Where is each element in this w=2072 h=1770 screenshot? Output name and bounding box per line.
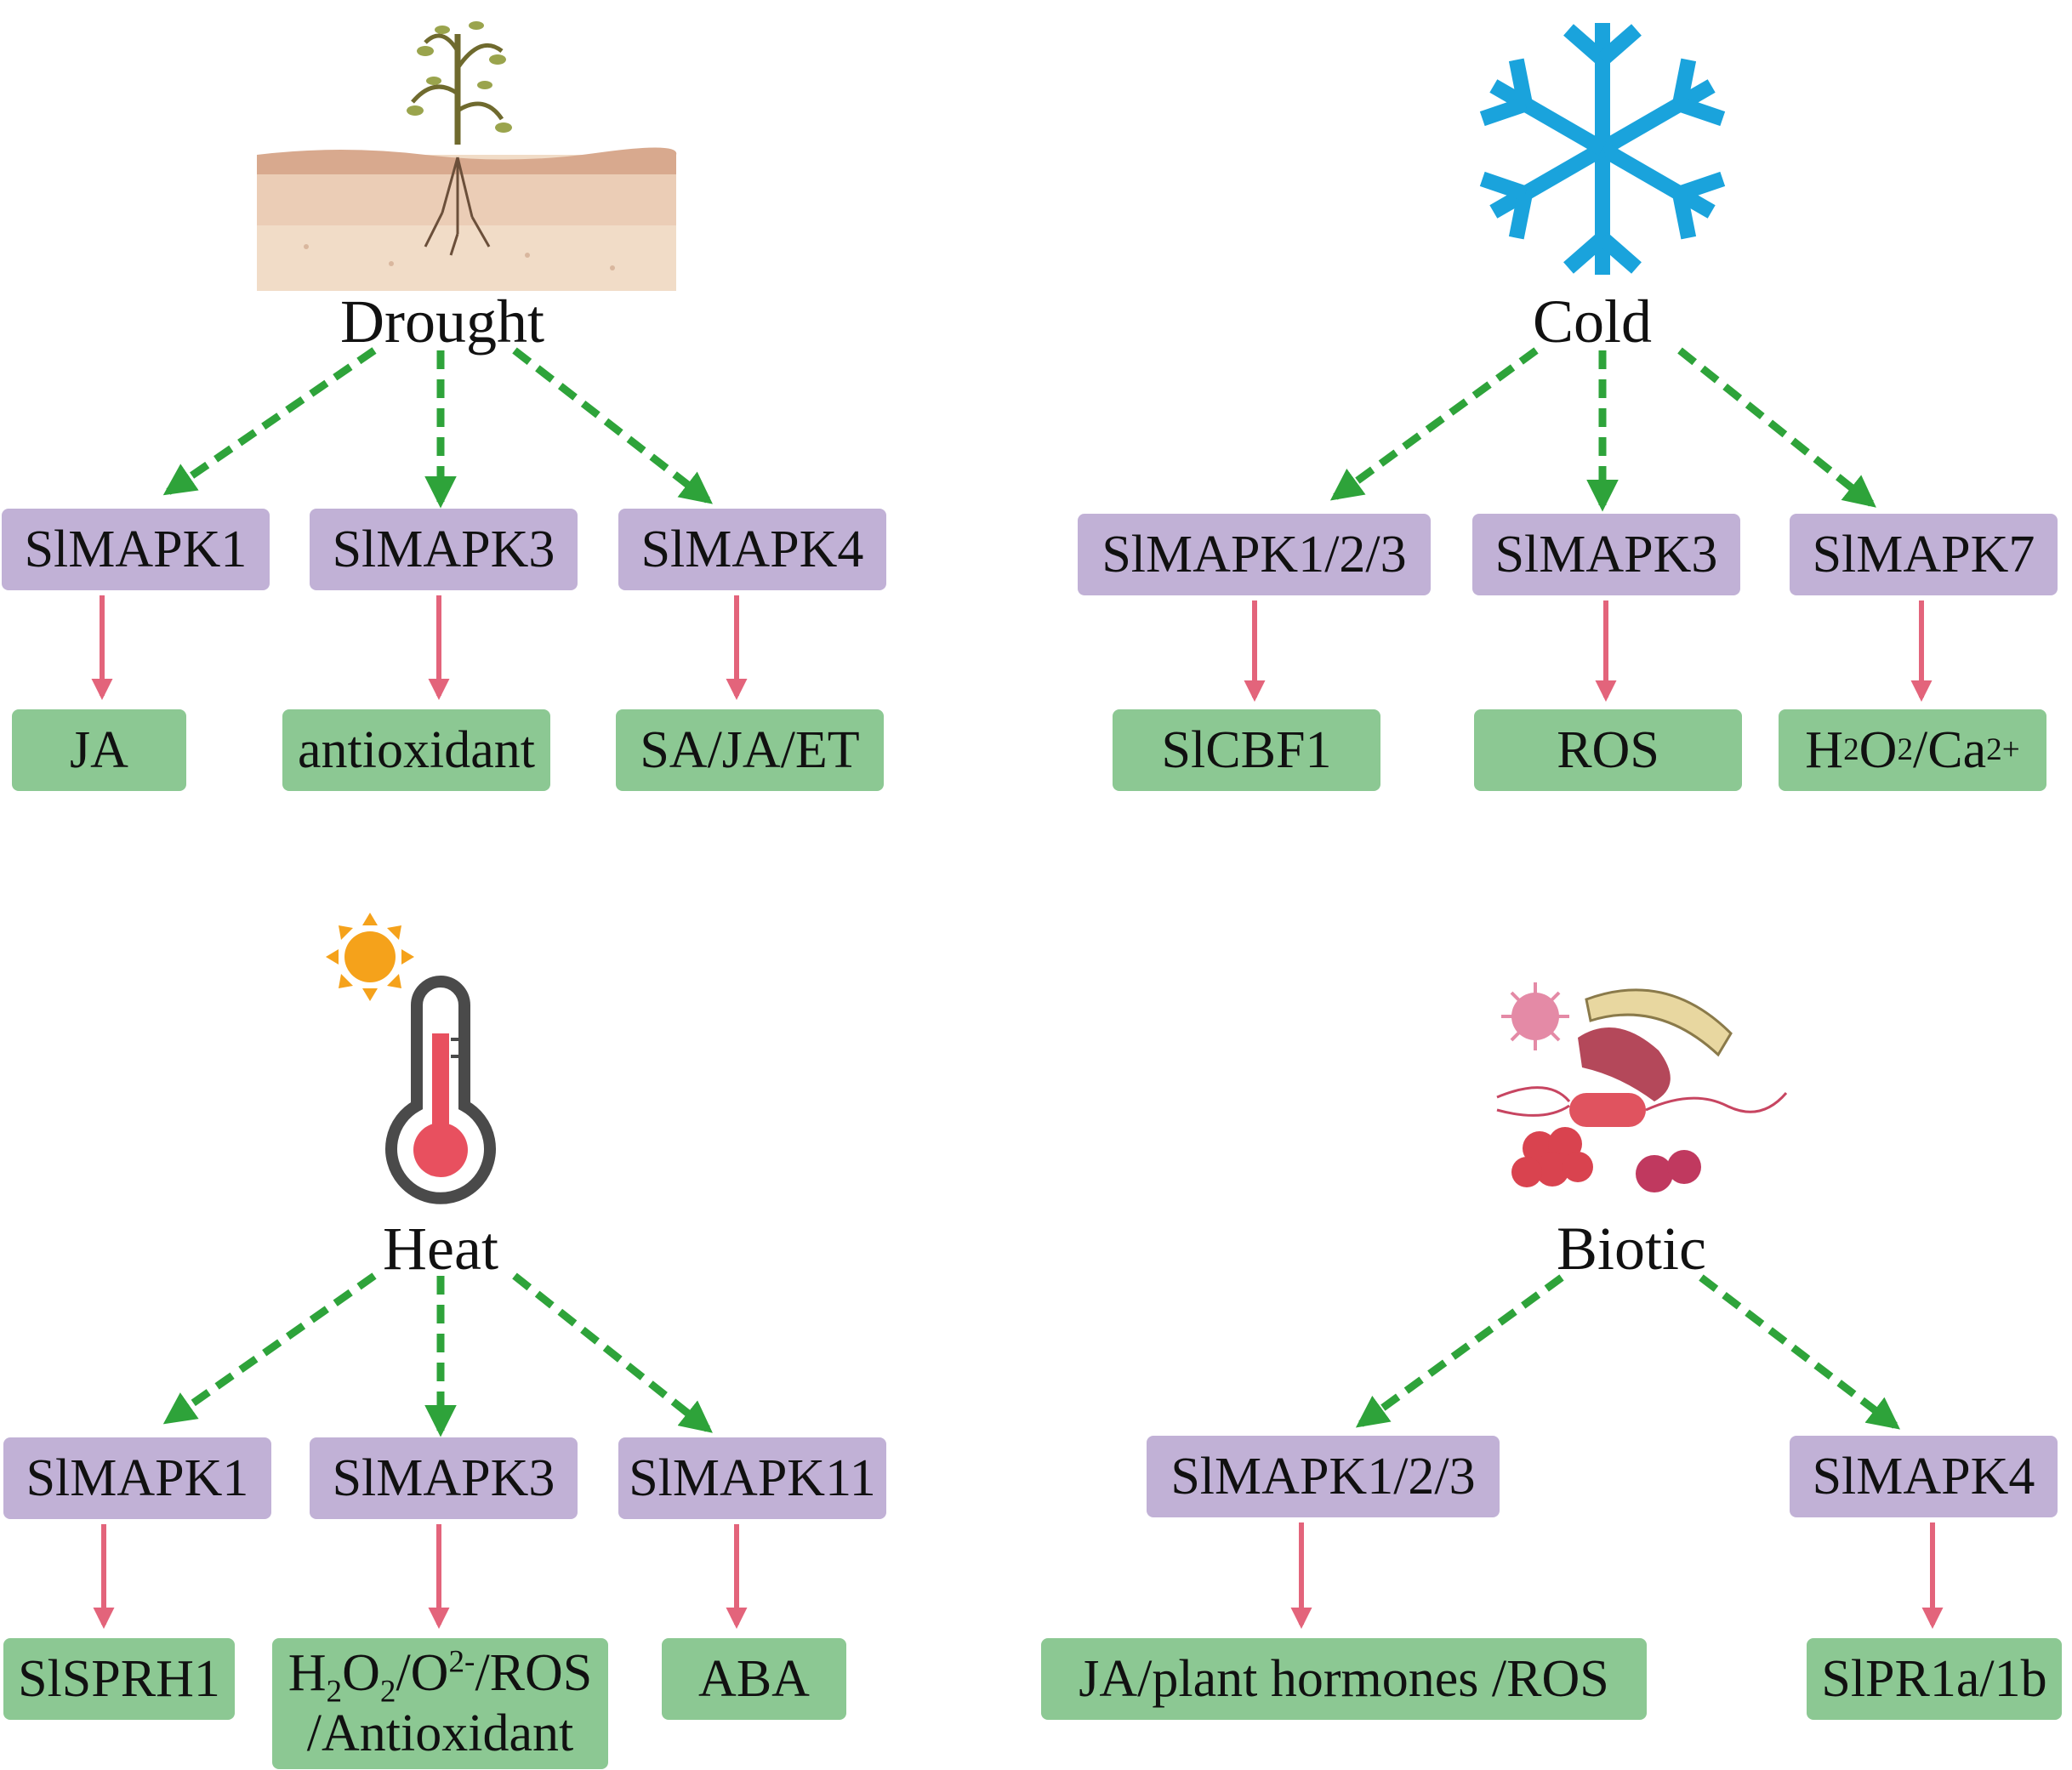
drought-target-box: JA [12,709,186,791]
biotic-target-box: SlPR1a/1b [1807,1638,2062,1720]
heat-kinase-box: SlMAPK11 [618,1437,886,1519]
wilted-plant-soil-icon [257,21,677,291]
dashed-arrow [162,1272,377,1425]
formula-part: /Ca [1913,720,1987,779]
formula-part: O [1859,720,1898,779]
dashed-arrow [162,347,377,496]
heat-target-box: SlSPRH1 [3,1638,235,1720]
drought-kinase-box: SlMAPK4 [618,509,886,590]
formula-line: H2O2/O2-/ROS [287,1643,593,1707]
biotic-kinase-box: SlMAPK1/2/3 [1147,1436,1500,1517]
drought-kinase-box: SlMAPK1 [2,509,270,590]
formula-sub: 2 [326,1674,343,1710]
heat-kinase-box: SlMAPK3 [310,1437,578,1519]
pathogens-icon [1496,982,1788,1192]
drought-kinase-box: SlMAPK3 [310,509,578,590]
heat-target-box: ABA [662,1638,846,1720]
dashed-arrow [512,1272,713,1433]
cold-kinase-box: SlMAPK7 [1790,514,2058,595]
drought-title: Drought [340,287,544,356]
thermometer-sun-icon [326,913,496,1204]
heat-kinase-box: SlMAPK1 [3,1437,271,1519]
formula-part: H [287,1643,327,1702]
snowflake-icon [1477,23,1728,275]
dashed-arrow [1355,1274,1564,1428]
formula-sub: 2 [379,1674,396,1710]
biotic-kinase-box: SlMAPK4 [1790,1436,2058,1517]
formula-part: /O [396,1643,449,1702]
heat-target-box: H2O2/O2-/ROS /Antioxidant [272,1638,608,1769]
cold-kinase-box: SlMAPK3 [1472,514,1740,595]
cold-kinase-box: SlMAPK1/2/3 [1078,514,1431,595]
formula-part: O [342,1643,380,1702]
dashed-arrow [1677,347,1876,508]
formula-line: /Antioxidant [306,1705,574,1762]
drought-target-box: antioxidant [282,709,550,791]
dashed-arrow [1699,1274,1901,1430]
heat-title: Heat [383,1215,498,1283]
cold-target-box: SlCBF1 [1113,709,1380,791]
arrow-layer [91,347,1944,1630]
formula-part: H [1805,720,1844,779]
cold-title: Cold [1532,287,1653,356]
drought-target-box: SA/JA/ET [616,709,884,791]
biotic-title: Biotic [1557,1215,1706,1283]
biotic-target-box: JA/plant hormones /ROS [1041,1638,1647,1720]
formula-sup: 2- [448,1644,475,1680]
formula-part: /ROS [475,1643,593,1702]
cold-target-box: ROS [1474,709,1742,791]
dashed-arrow [512,347,713,504]
dashed-arrow [1329,347,1539,501]
